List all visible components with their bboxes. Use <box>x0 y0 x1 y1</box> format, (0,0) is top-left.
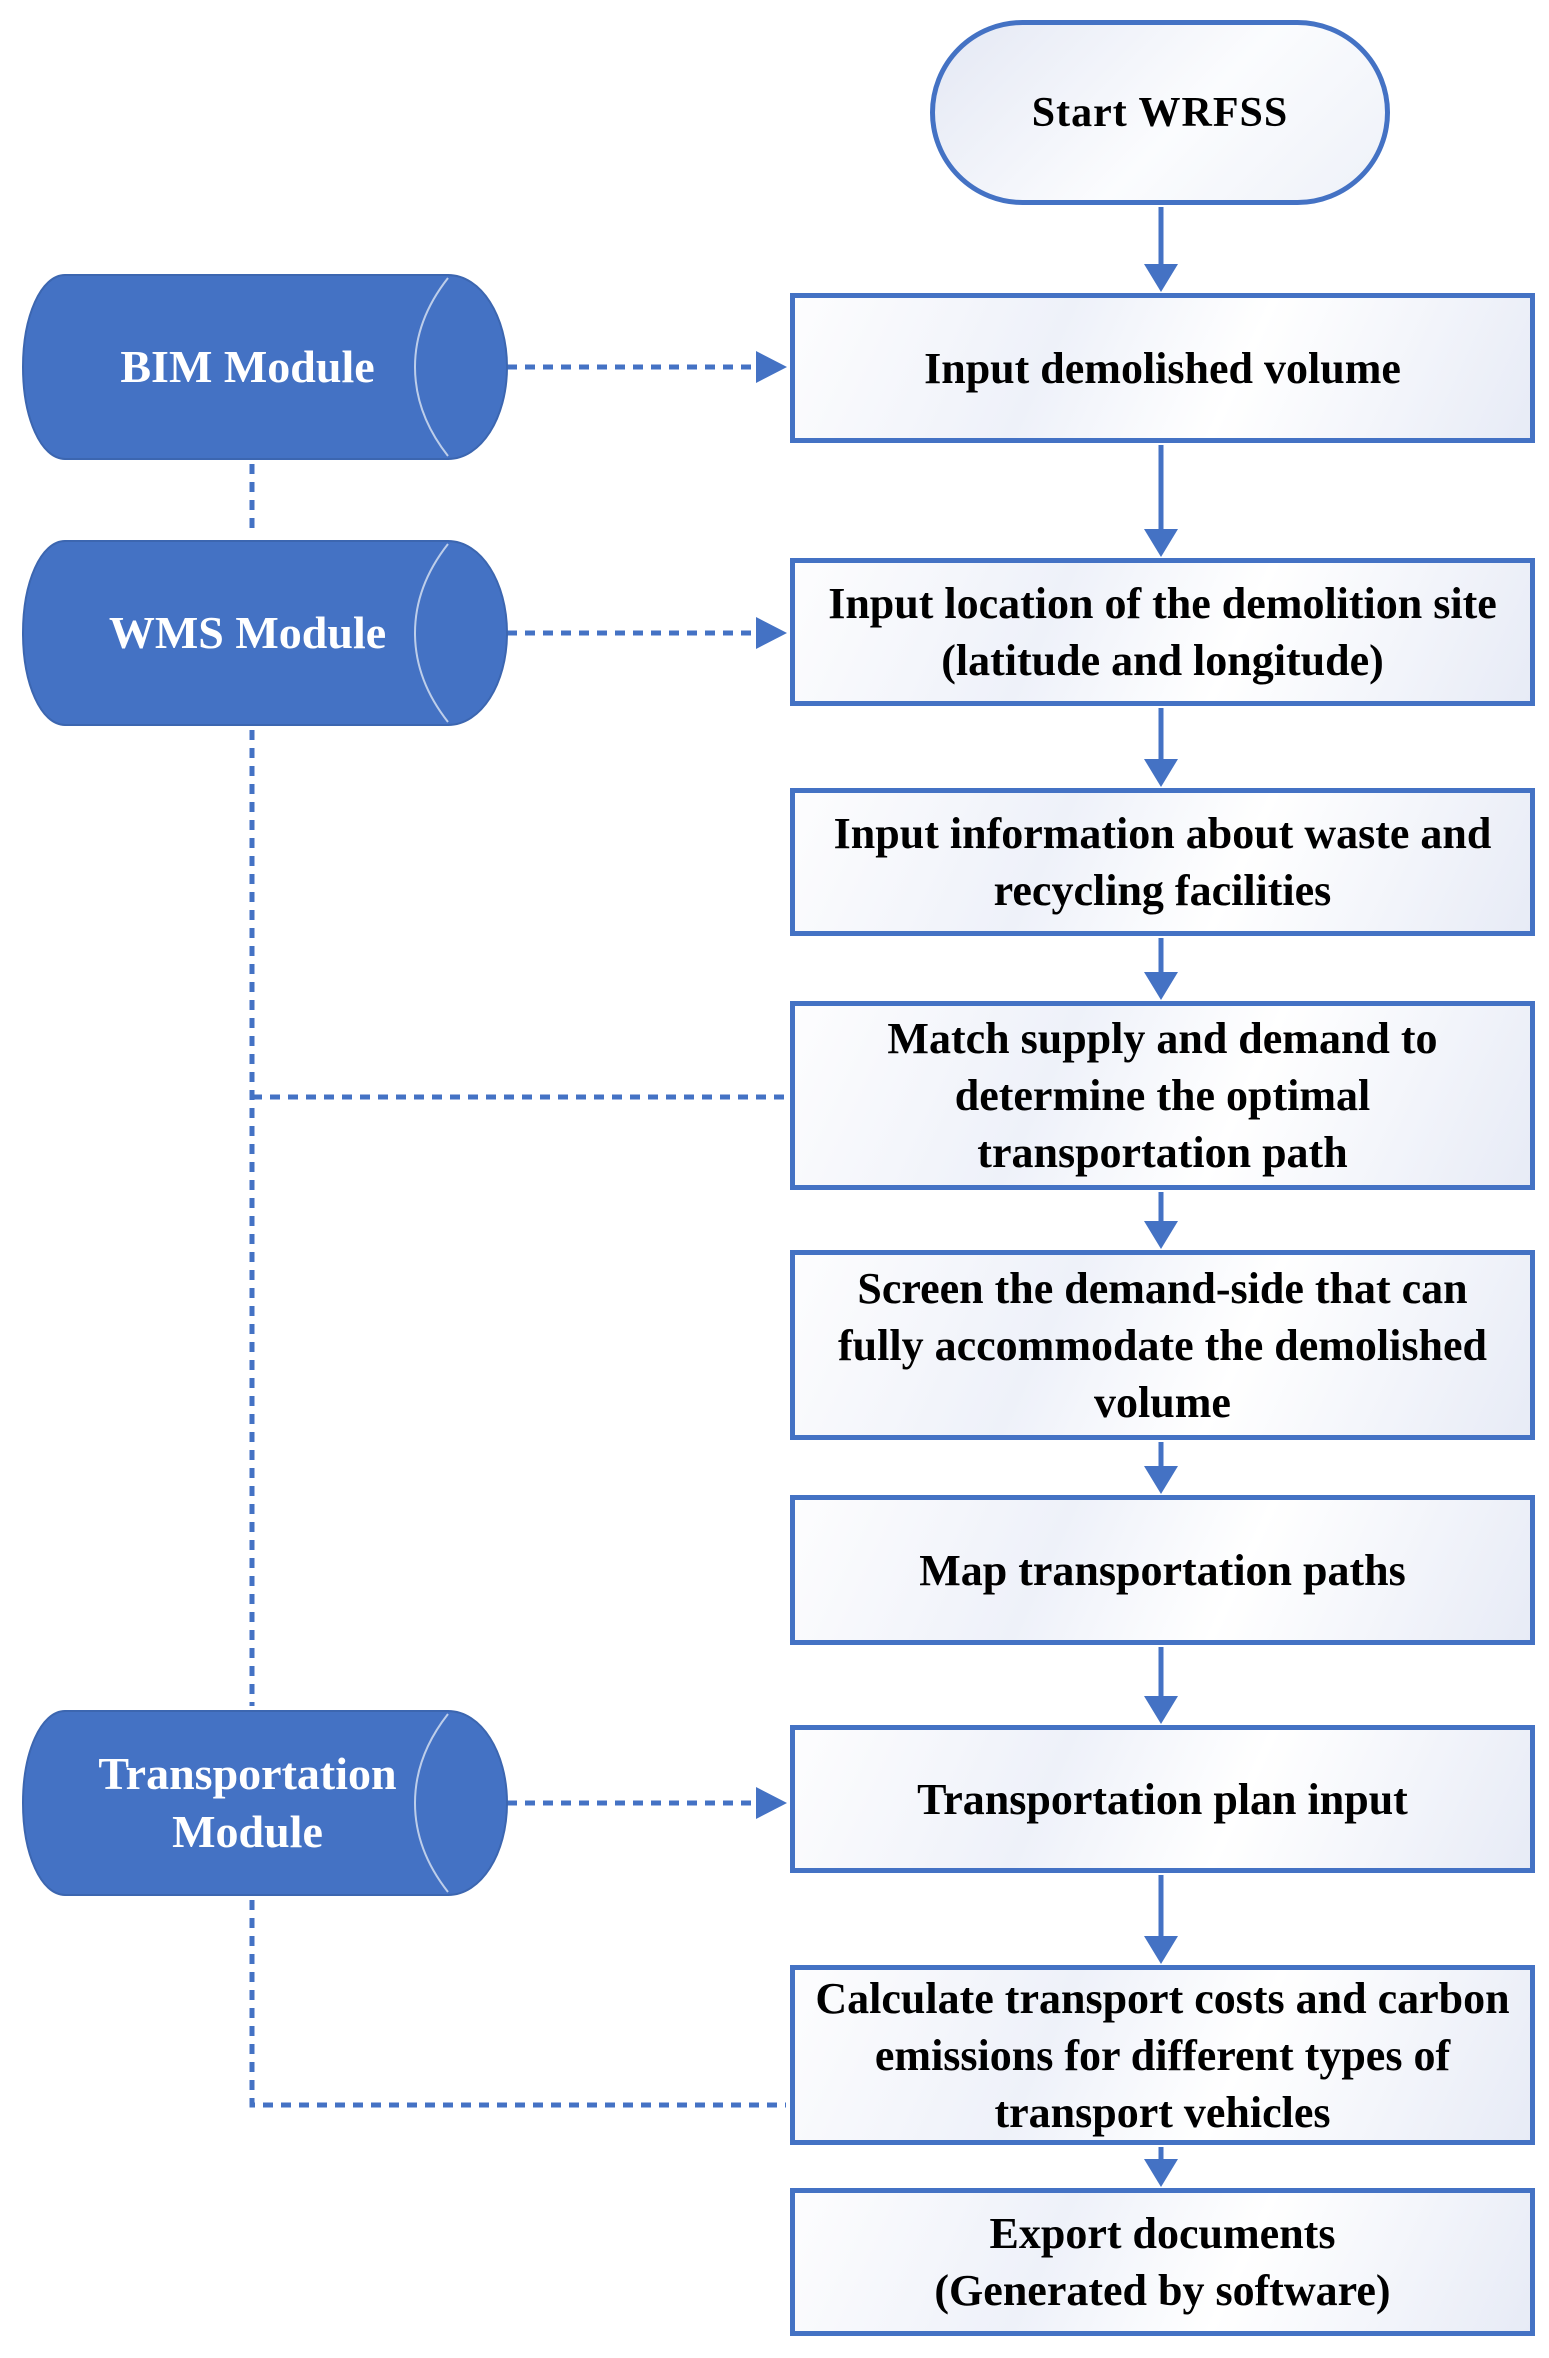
step-input-location: Input location of the demolition site (l… <box>790 558 1535 706</box>
module-bim: BIM Module <box>20 272 510 462</box>
step-label: Calculate transport costs and carbon emi… <box>815 1973 1510 2137</box>
step-calculate-costs-emissions: Calculate transport costs and carbon emi… <box>790 1965 1535 2145</box>
step-input-facility-information: Input information about waste and recycl… <box>790 788 1535 936</box>
step-export-documents: Export documents (Generated by software) <box>790 2188 1535 2336</box>
dashed-arrowheads <box>756 351 787 1819</box>
step-label: Transportation plan input <box>917 1774 1408 1824</box>
step-label: Input information about waste and recycl… <box>833 809 1492 915</box>
step-label: Input location of the demolition site (l… <box>828 579 1497 685</box>
step-match-supply-demand: Match supply and demand to determine the… <box>790 1001 1535 1190</box>
start-terminal: Start WRFSS <box>930 20 1390 205</box>
module-wms-label: WMS Module <box>108 607 387 658</box>
solid-arrowheads <box>1144 264 1178 2187</box>
step-label: Map transportation paths <box>919 1545 1406 1595</box>
cylinder-shape <box>21 1710 509 1896</box>
cylinder-shape <box>21 540 509 726</box>
step-map-transportation-paths: Map transportation paths <box>790 1495 1535 1645</box>
step-label: Input demolished volume <box>924 343 1401 393</box>
step-label: Export documents (Generated by software) <box>934 2209 1391 2315</box>
module-bim-label: BIM Module <box>120 341 375 392</box>
module-transportation: Transportation Module <box>20 1708 510 1898</box>
step-screen-demand-side: Screen the demand-side that can fully ac… <box>790 1250 1535 1440</box>
module-wms: WMS Module <box>20 538 510 728</box>
step-label: Match supply and demand to determine the… <box>887 1014 1438 1177</box>
step-transportation-plan-input: Transportation plan input <box>790 1725 1535 1873</box>
start-label: Start WRFSS <box>1031 89 1289 136</box>
step-input-demolished-volume: Input demolished volume <box>790 293 1535 443</box>
module-transportation-label: Transportation Module <box>98 1748 397 1857</box>
cylinder-shape <box>21 274 509 460</box>
step-label: Screen the demand-side that can fully ac… <box>838 1263 1487 1427</box>
